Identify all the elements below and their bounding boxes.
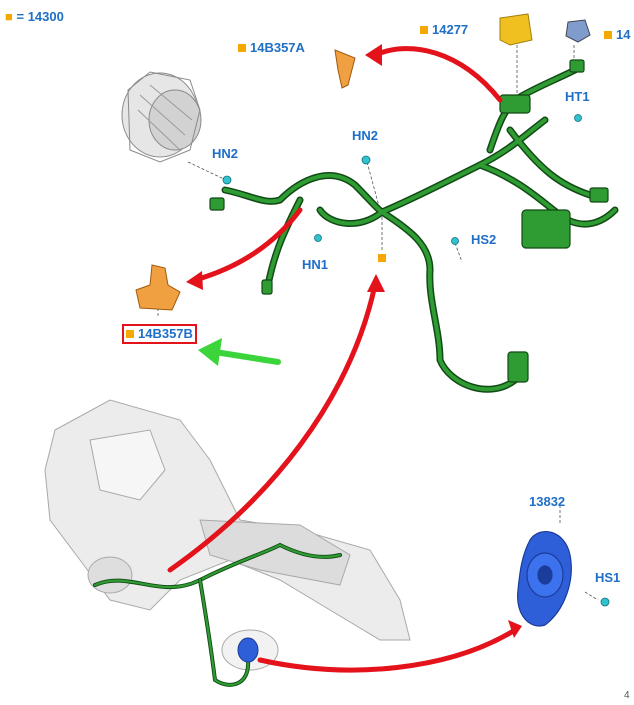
connector-14B357A [334, 49, 356, 89]
marker-square [420, 26, 428, 34]
legend-text: = 14300 [16, 9, 64, 24]
page-number: 4 [624, 690, 630, 701]
wire-harness-installed [93, 542, 342, 687]
bracket-14xx [565, 19, 591, 43]
label-13832[interactable]: 13832 [529, 494, 566, 509]
label-HT1[interactable]: HT1 [565, 89, 590, 104]
position-markers [378, 254, 386, 262]
fasteners [222, 114, 610, 607]
label-HN2-center[interactable]: HN2 [352, 128, 379, 143]
red-arrows [167, 46, 518, 673]
label-14277[interactable]: 14277 [420, 23, 468, 37]
label-14-truncated[interactable]: 14 [604, 28, 630, 42]
alternator [121, 71, 202, 163]
legend-label: ■ = 14300 [5, 10, 64, 24]
red-arrow-heads [186, 44, 522, 638]
vehicle-body-sketch [44, 399, 411, 671]
label-14B357A[interactable]: 14B357A [238, 41, 305, 55]
marker-square [238, 44, 246, 52]
horn-installed [237, 637, 259, 663]
label-HN1[interactable]: HN1 [302, 257, 329, 272]
bracket-14277 [499, 13, 533, 46]
marker-square [126, 330, 134, 338]
marker-square [604, 31, 612, 39]
connector-14B357B [135, 264, 181, 311]
label-HS2[interactable]: HS2 [471, 232, 497, 247]
legend-marker: ■ [5, 9, 13, 24]
horn [517, 531, 572, 627]
label-HN2-left[interactable]: HN2 [212, 146, 239, 161]
label-HS1[interactable]: HS1 [595, 570, 621, 585]
green-arrow [198, 338, 281, 366]
wire-harness-main [209, 59, 619, 393]
label-14B357B-highlighted[interactable]: 14B357B [122, 324, 197, 344]
